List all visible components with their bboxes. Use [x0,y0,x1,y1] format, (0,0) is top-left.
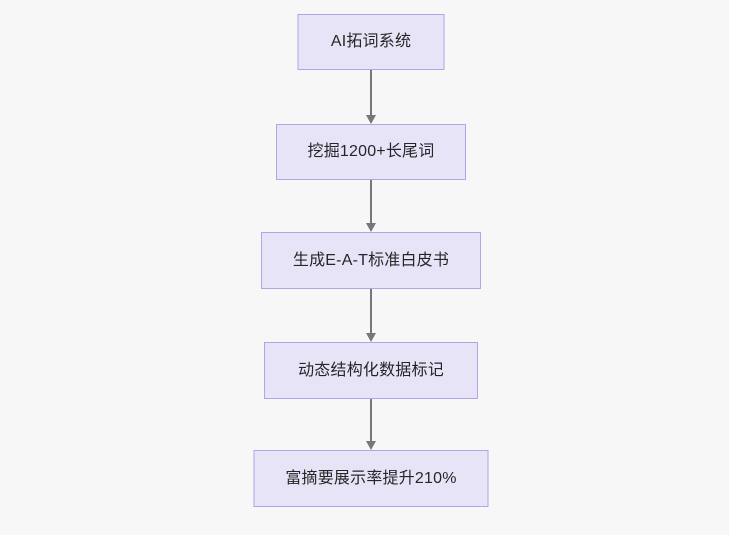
flow-node-n5[interactable]: 富摘要展示率提升210% [253,450,489,507]
arrowhead-icon [366,441,376,450]
flow-edge-n3-to-n4 [365,289,377,342]
arrowhead-icon [366,223,376,232]
flow-edge-n4-to-n5 [365,399,377,450]
flow-node-n1[interactable]: AI拓词系统 [297,14,445,70]
flow-node-n4[interactable]: 动态结构化数据标记 [264,342,478,399]
flow-node-label: 挖掘1200+长尾词 [307,143,435,160]
edge-line [370,70,372,115]
edge-line [370,180,372,223]
flow-node-n3[interactable]: 生成E-A-T标准白皮书 [261,232,481,289]
flow-node-n2[interactable]: 挖掘1200+长尾词 [276,124,466,180]
edge-line [370,289,372,333]
flow-edge-n2-to-n3 [365,180,377,232]
flow-node-label: 动态结构化数据标记 [298,361,444,379]
flow-node-label: AI拓词系统 [330,33,412,50]
flow-edge-n1-to-n2 [365,70,377,124]
flow-node-label: 富摘要展示率提升210% [285,469,457,487]
edge-line [370,399,372,441]
arrowhead-icon [366,115,376,124]
flow-node-label: 生成E-A-T标准白皮书 [292,251,450,269]
arrowhead-icon [366,333,376,342]
